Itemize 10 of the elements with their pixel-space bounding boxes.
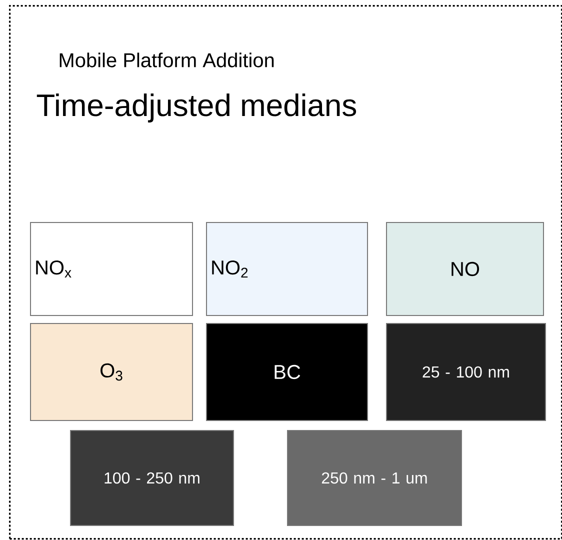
- measure-box: NO: [386, 222, 544, 316]
- panel-title: Mobile Platform Addition: [60, 52, 274, 68]
- panel-heading: Time-adjusted medians: [36, 94, 356, 122]
- measure-box: NO$_{x}$: [30, 222, 193, 316]
- measure-box: NO$_{2}$: [206, 222, 368, 316]
- measure-box: O$_{3}$: [30, 323, 193, 421]
- measure-box: 250 nm - 1 um: [287, 430, 462, 526]
- measure-box: 25 - 100 nm: [386, 323, 546, 421]
- measure-box: 100 - 250 nm: [70, 430, 234, 526]
- measure-box: BC: [206, 323, 368, 421]
